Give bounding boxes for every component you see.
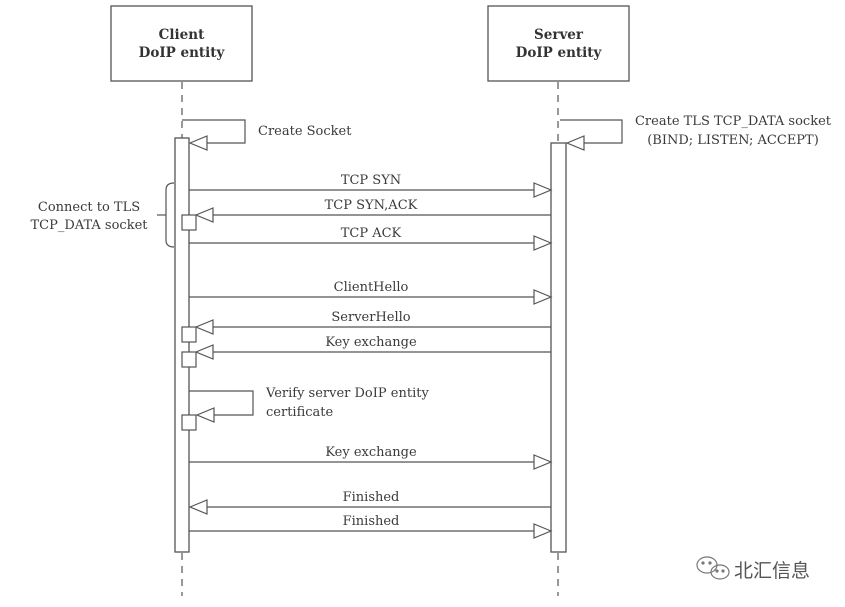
activation-square xyxy=(181,214,197,231)
message-tcp-ack: TCP ACK xyxy=(189,226,553,251)
activation-square xyxy=(181,326,197,343)
watermark-text: 北汇信息 xyxy=(734,560,810,582)
message-label: ClientHello xyxy=(334,280,409,295)
self-call-create-tls-label-1: Create TLS TCP_DATA socket xyxy=(635,114,832,129)
message-label: Key exchange xyxy=(325,335,417,350)
messages: TCP SYN TCP SYN,ACK TCP ACK ClientHelloServ… xyxy=(181,173,553,539)
message-finished: Finished xyxy=(188,490,551,515)
message-label: Finished xyxy=(343,490,400,505)
participant-server-name: Server xyxy=(534,27,584,43)
participant-server: Server DoIP entity xyxy=(487,5,630,82)
activation-square xyxy=(181,351,197,368)
bracket-note-line1: Connect to TLS xyxy=(38,200,140,215)
arrowhead xyxy=(533,289,553,305)
message-label: TCP ACK xyxy=(341,226,402,241)
message-tcp-syn-ack: TCP SYN,ACK xyxy=(181,198,551,231)
message-key-exchange: Key exchange xyxy=(189,445,553,470)
self-call-create-tls-label-2: (BIND; LISTEN; ACCEPT) xyxy=(647,133,819,148)
message-key-exchange: Key exchange xyxy=(181,335,551,368)
arrowhead xyxy=(533,454,553,470)
bracket-note-line2: TCP_DATA socket xyxy=(30,218,148,233)
arrowhead xyxy=(194,207,214,223)
message-label: TCP SYN xyxy=(341,173,401,188)
message-label: ServerHello xyxy=(331,310,410,325)
self-call-create-socket-label: Create Socket xyxy=(258,124,352,139)
participant-client-name: Client xyxy=(159,27,205,43)
self-call-create-tls-socket: Create TLS TCP_DATA socket (BIND; LISTEN… xyxy=(560,114,832,151)
watermark: 北汇信息 xyxy=(696,556,810,582)
bracket-connect-tls: Connect to TLS TCP_DATA socket xyxy=(30,182,175,248)
arrowhead xyxy=(188,499,208,515)
arrowhead xyxy=(194,344,214,360)
message-label: TCP SYN,ACK xyxy=(325,198,418,213)
message-serverhello: ServerHello xyxy=(181,310,551,343)
message-tcp-syn: TCP SYN xyxy=(189,173,553,198)
participant-server-type: DoIP entity xyxy=(516,45,603,61)
self-call-verify-certificate: Verify server DoIP entity certificate xyxy=(181,386,429,431)
message-label: Key exchange xyxy=(325,445,417,460)
activation-client xyxy=(174,137,190,553)
self-call-create-socket: Create Socket xyxy=(182,119,352,151)
participant-client-type: DoIP entity xyxy=(139,45,226,61)
verify-label-1: Verify server DoIP entity xyxy=(265,386,429,401)
activation-server xyxy=(550,142,567,553)
participant-client: Client DoIP entity xyxy=(110,5,253,82)
message-label: Finished xyxy=(343,514,400,529)
arrowhead xyxy=(533,182,553,198)
arrowhead xyxy=(533,235,553,251)
verify-label-2: certificate xyxy=(266,405,333,420)
wechat-icon xyxy=(696,556,730,580)
message-clienthello: ClientHello xyxy=(189,280,553,305)
message-finished: Finished xyxy=(189,514,553,539)
arrowhead xyxy=(194,319,214,335)
arrowhead xyxy=(533,523,553,539)
